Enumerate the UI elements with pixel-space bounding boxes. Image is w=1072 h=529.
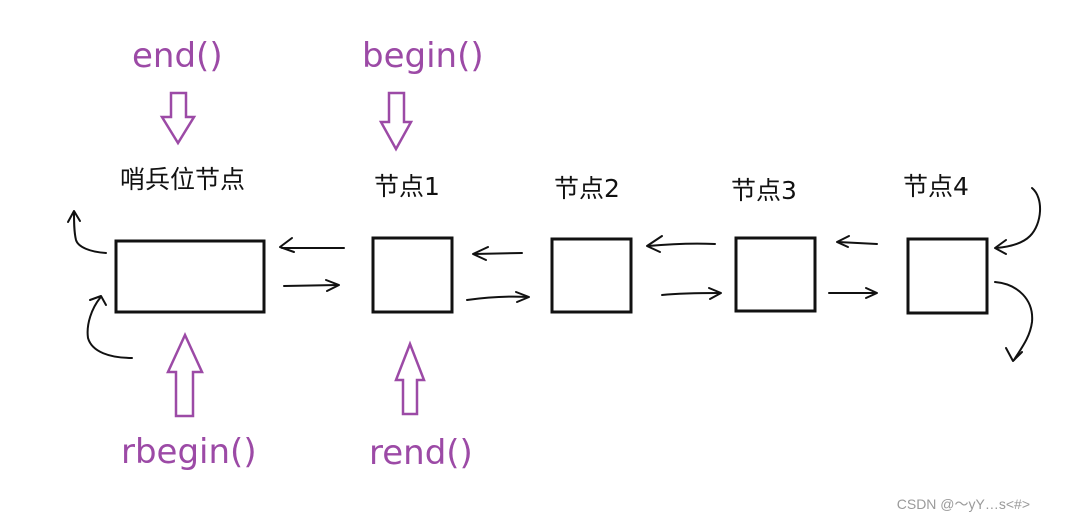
end-down-arrow bbox=[159, 91, 197, 146]
rend-up-arrow bbox=[394, 340, 426, 416]
sentinel-node-box bbox=[114, 239, 266, 314]
link-next-arrow bbox=[661, 287, 722, 300]
node2-label: 节点2 bbox=[554, 174, 620, 203]
begin-iterator-label: begin() bbox=[362, 36, 484, 76]
circular-bottom-arrow bbox=[994, 281, 1034, 362]
node1-box bbox=[371, 236, 454, 314]
link-next-arrow bbox=[828, 287, 878, 299]
rbegin-up-arrow bbox=[166, 332, 204, 418]
link-next-arrow bbox=[283, 279, 340, 292]
node3-label: 节点3 bbox=[731, 176, 797, 205]
begin-down-arrow bbox=[378, 91, 414, 152]
link-next-arrow bbox=[466, 291, 530, 303]
link-prev-arrow bbox=[472, 246, 523, 261]
sentinel-bottom-arrow bbox=[86, 295, 133, 359]
node4-label: 节点4 bbox=[903, 172, 969, 201]
node2-box bbox=[550, 237, 633, 314]
circular-top-arrow bbox=[994, 187, 1041, 255]
link-prev-arrow bbox=[646, 235, 716, 253]
node4-box bbox=[906, 237, 989, 315]
rend-iterator-label: rend() bbox=[369, 433, 473, 473]
link-prev-arrow bbox=[279, 237, 345, 253]
node1-label: 节点1 bbox=[374, 172, 440, 201]
watermark: CSDN @～yY…s<#> bbox=[896, 496, 1030, 512]
rbegin-iterator-label: rbegin() bbox=[121, 432, 257, 472]
sentinel-top-arrow bbox=[67, 210, 107, 254]
end-iterator-label: end() bbox=[132, 36, 223, 76]
link-prev-arrow bbox=[836, 235, 878, 248]
node3-box bbox=[734, 236, 817, 313]
sentinel-node-label: 哨兵位节点 bbox=[120, 165, 246, 194]
